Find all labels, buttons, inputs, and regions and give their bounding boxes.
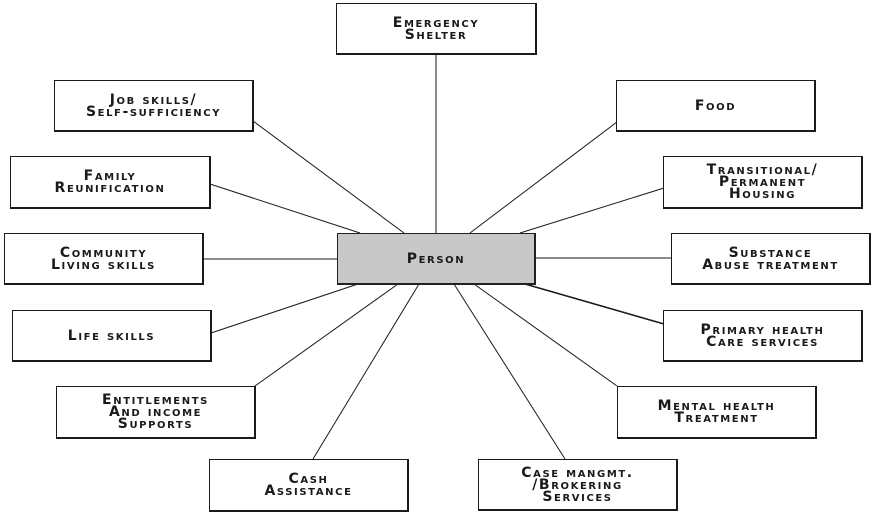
node-label: Cash (288, 471, 329, 487)
node-person: Person (337, 233, 536, 285)
node-label: Care Services (706, 333, 819, 350)
link-food (469, 121, 618, 234)
link-family-reunification (209, 183, 361, 234)
node-label: Entitlements (102, 392, 209, 408)
link-job-skills (252, 120, 405, 234)
node-community-living-skills: Community Living Skills (4, 233, 204, 285)
node-cash-assistance: Cash Assistance (209, 459, 409, 512)
node-label: Housing (728, 186, 797, 202)
node-label: Life Skills (67, 327, 156, 344)
link-case-management (453, 283, 566, 460)
node-label: /Brokering (532, 476, 623, 493)
node-label: Reunification (54, 180, 166, 196)
node-label: Permanent (718, 174, 807, 190)
node-label: Family (83, 168, 137, 184)
node-label: Supports (117, 416, 194, 432)
node-label: Self-sufficiency (85, 103, 222, 120)
node-label: Substance (728, 244, 813, 261)
node-label: Mental Health (657, 398, 776, 414)
node-life-skills: Life Skills (12, 310, 212, 362)
node-label: and Income (108, 404, 203, 420)
node-label: Shelter (404, 26, 468, 43)
link-mental-health (473, 283, 618, 387)
node-transitional-housing: Transitional/ Permanent Housing (663, 156, 863, 209)
node-label: Abuse Treatment (702, 256, 839, 273)
node-emergency-shelter: Emergency Shelter (336, 3, 537, 55)
node-food: Food (616, 80, 816, 132)
node-label: Job Skills/ (109, 91, 198, 108)
node-label: Case Mangmt. (521, 464, 634, 481)
node-case-management: Case Mangmt. /Brokering Services (478, 459, 678, 511)
link-cash-assistance (312, 283, 420, 460)
node-label: Food (694, 97, 737, 114)
node-family-reunification: Family Reunification (10, 156, 211, 209)
node-label: Treatment (674, 410, 759, 426)
node-label: Assistance (264, 483, 353, 499)
node-label: Emergency (392, 14, 480, 31)
node-label: Person (406, 250, 466, 267)
node-label: Transitional/ (706, 162, 819, 178)
link-primary-health (524, 283, 665, 325)
node-job-skills: Job Skills/ Self-sufficiency (54, 80, 254, 132)
link-life-skills (210, 283, 359, 334)
link-transitional-housing (519, 187, 665, 234)
node-label: Primary Health (700, 321, 825, 338)
node-substance-abuse-treatment: Substance Abuse Treatment (671, 233, 871, 285)
node-label: Living Skills (51, 256, 156, 273)
node-primary-health-care: Primary Health Care Services (663, 310, 863, 362)
link-entitlements (254, 283, 399, 387)
node-label: Community (59, 244, 148, 261)
node-mental-health-treatment: Mental Health Treatment (617, 386, 817, 439)
node-entitlements-income: Entitlements and Income Supports (56, 386, 256, 439)
node-label: Services (542, 488, 613, 505)
